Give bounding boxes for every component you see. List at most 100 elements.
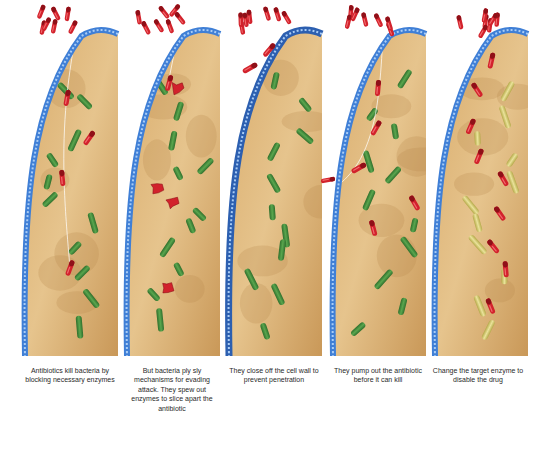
capsule-cap xyxy=(158,5,165,12)
cell-wall xyxy=(435,30,528,356)
capsule-cap xyxy=(503,261,509,267)
enzyme-rod xyxy=(397,297,407,315)
antibiotic-capsule xyxy=(370,120,382,136)
capsule-cap xyxy=(329,177,335,182)
capsule-body xyxy=(474,148,485,165)
cell-contents xyxy=(139,40,216,332)
capsule-body xyxy=(281,10,292,25)
enzyme-rod xyxy=(473,295,487,318)
enzyme-rod xyxy=(46,152,60,168)
cell-panel xyxy=(127,3,220,356)
capsule-shine xyxy=(346,21,348,27)
antibiotic-capsule xyxy=(281,10,292,25)
capsule-cap xyxy=(263,6,269,12)
antibiotic-capsule xyxy=(481,8,488,23)
cytoplasm-shade xyxy=(54,232,98,275)
capsule-shine xyxy=(489,59,492,66)
capsule-body xyxy=(141,20,152,35)
antibiotic-capsule xyxy=(64,7,71,22)
cell-panel xyxy=(25,4,118,356)
capsule-shine xyxy=(70,26,74,32)
capsule-body xyxy=(503,261,509,277)
capsule-cap xyxy=(59,170,65,176)
capsule-body xyxy=(262,42,276,57)
antibiotic-capsule xyxy=(174,11,186,25)
capsule-body xyxy=(263,6,272,21)
cell-interior xyxy=(435,30,528,356)
capsule-body xyxy=(375,80,381,96)
capsule-cap xyxy=(65,90,71,97)
antibiotic-fragment xyxy=(166,197,179,209)
capsule-cap xyxy=(471,82,478,90)
capsule-body xyxy=(373,13,383,28)
antibiotic-capsule xyxy=(456,15,464,30)
enzyme-rod xyxy=(266,173,281,194)
cytoplasm-shade xyxy=(457,118,508,156)
capsule-cap xyxy=(489,52,495,59)
capsule-shine xyxy=(157,25,161,31)
capsule-body xyxy=(478,24,489,39)
panel-caption: Antibiotics kill bacteria by blocking ne… xyxy=(24,366,116,385)
antibiotic-capsule xyxy=(485,298,496,315)
capsule-cap xyxy=(250,62,258,69)
antibiotic-capsule xyxy=(168,3,180,17)
cell-interior xyxy=(25,30,118,356)
capsule-body xyxy=(68,20,78,35)
cell-contents xyxy=(38,40,100,339)
antibiotic-fragment xyxy=(172,83,184,95)
enzyme-rod xyxy=(173,101,184,121)
capsule-body xyxy=(168,3,180,17)
capsule-body xyxy=(471,82,484,98)
antibiotic-capsule xyxy=(369,220,378,237)
capsule-cap xyxy=(408,195,415,203)
capsule-shine xyxy=(467,125,471,132)
enzyme-rod xyxy=(146,287,161,302)
antibiotic-capsule xyxy=(478,24,489,39)
cell-wall-texture xyxy=(25,30,118,356)
antibiotic-capsule xyxy=(83,130,96,146)
enzyme-rod xyxy=(295,127,314,145)
antibiotic-capsule xyxy=(36,4,46,19)
antibiotic-capsule xyxy=(503,261,509,277)
capsule-shine xyxy=(145,27,149,33)
capsule-body xyxy=(350,7,360,22)
enzyme-rod xyxy=(270,72,280,90)
antibiotic-capsule xyxy=(497,171,509,187)
capsule-body xyxy=(165,19,174,34)
capsule-body xyxy=(174,11,186,25)
capsule-shine xyxy=(241,27,243,33)
capsule-shine xyxy=(475,89,480,96)
capsule-cap xyxy=(361,12,367,18)
enzyme-rod xyxy=(461,195,479,216)
enzyme-rod xyxy=(384,165,402,184)
antibiotic-capsule xyxy=(385,16,394,31)
capsule-shine xyxy=(483,14,485,20)
capsule-cap xyxy=(153,19,160,26)
capsule-cap xyxy=(72,20,78,27)
enzyme-rod xyxy=(41,191,58,208)
enzyme-rod xyxy=(391,123,399,140)
capsule-body xyxy=(485,298,496,315)
capsule-shine xyxy=(476,155,480,162)
capsule-shine xyxy=(169,25,172,31)
enzyme-rod xyxy=(76,315,84,338)
capsule-shine xyxy=(479,30,483,36)
capsule-body xyxy=(321,177,336,184)
capsule-cap xyxy=(485,298,492,305)
capsule-cap xyxy=(242,12,247,18)
cell-panel xyxy=(229,6,338,356)
antibiotic-capsule xyxy=(263,6,272,21)
antibiotic-capsule xyxy=(68,20,78,35)
capsule-body xyxy=(59,170,65,186)
enzyme-rod xyxy=(267,142,281,162)
capsule-cap xyxy=(66,7,71,13)
antibiotic-capsule xyxy=(471,82,484,98)
capsule-body xyxy=(408,195,420,211)
capsule-shine xyxy=(179,18,184,24)
antibiotic-capsule xyxy=(487,52,495,69)
capsule-shine xyxy=(248,16,250,22)
enzyme-rod xyxy=(506,170,520,194)
capsule-body xyxy=(361,12,369,27)
cytoplasm-shade xyxy=(377,235,417,278)
enzyme-rod xyxy=(481,319,496,341)
